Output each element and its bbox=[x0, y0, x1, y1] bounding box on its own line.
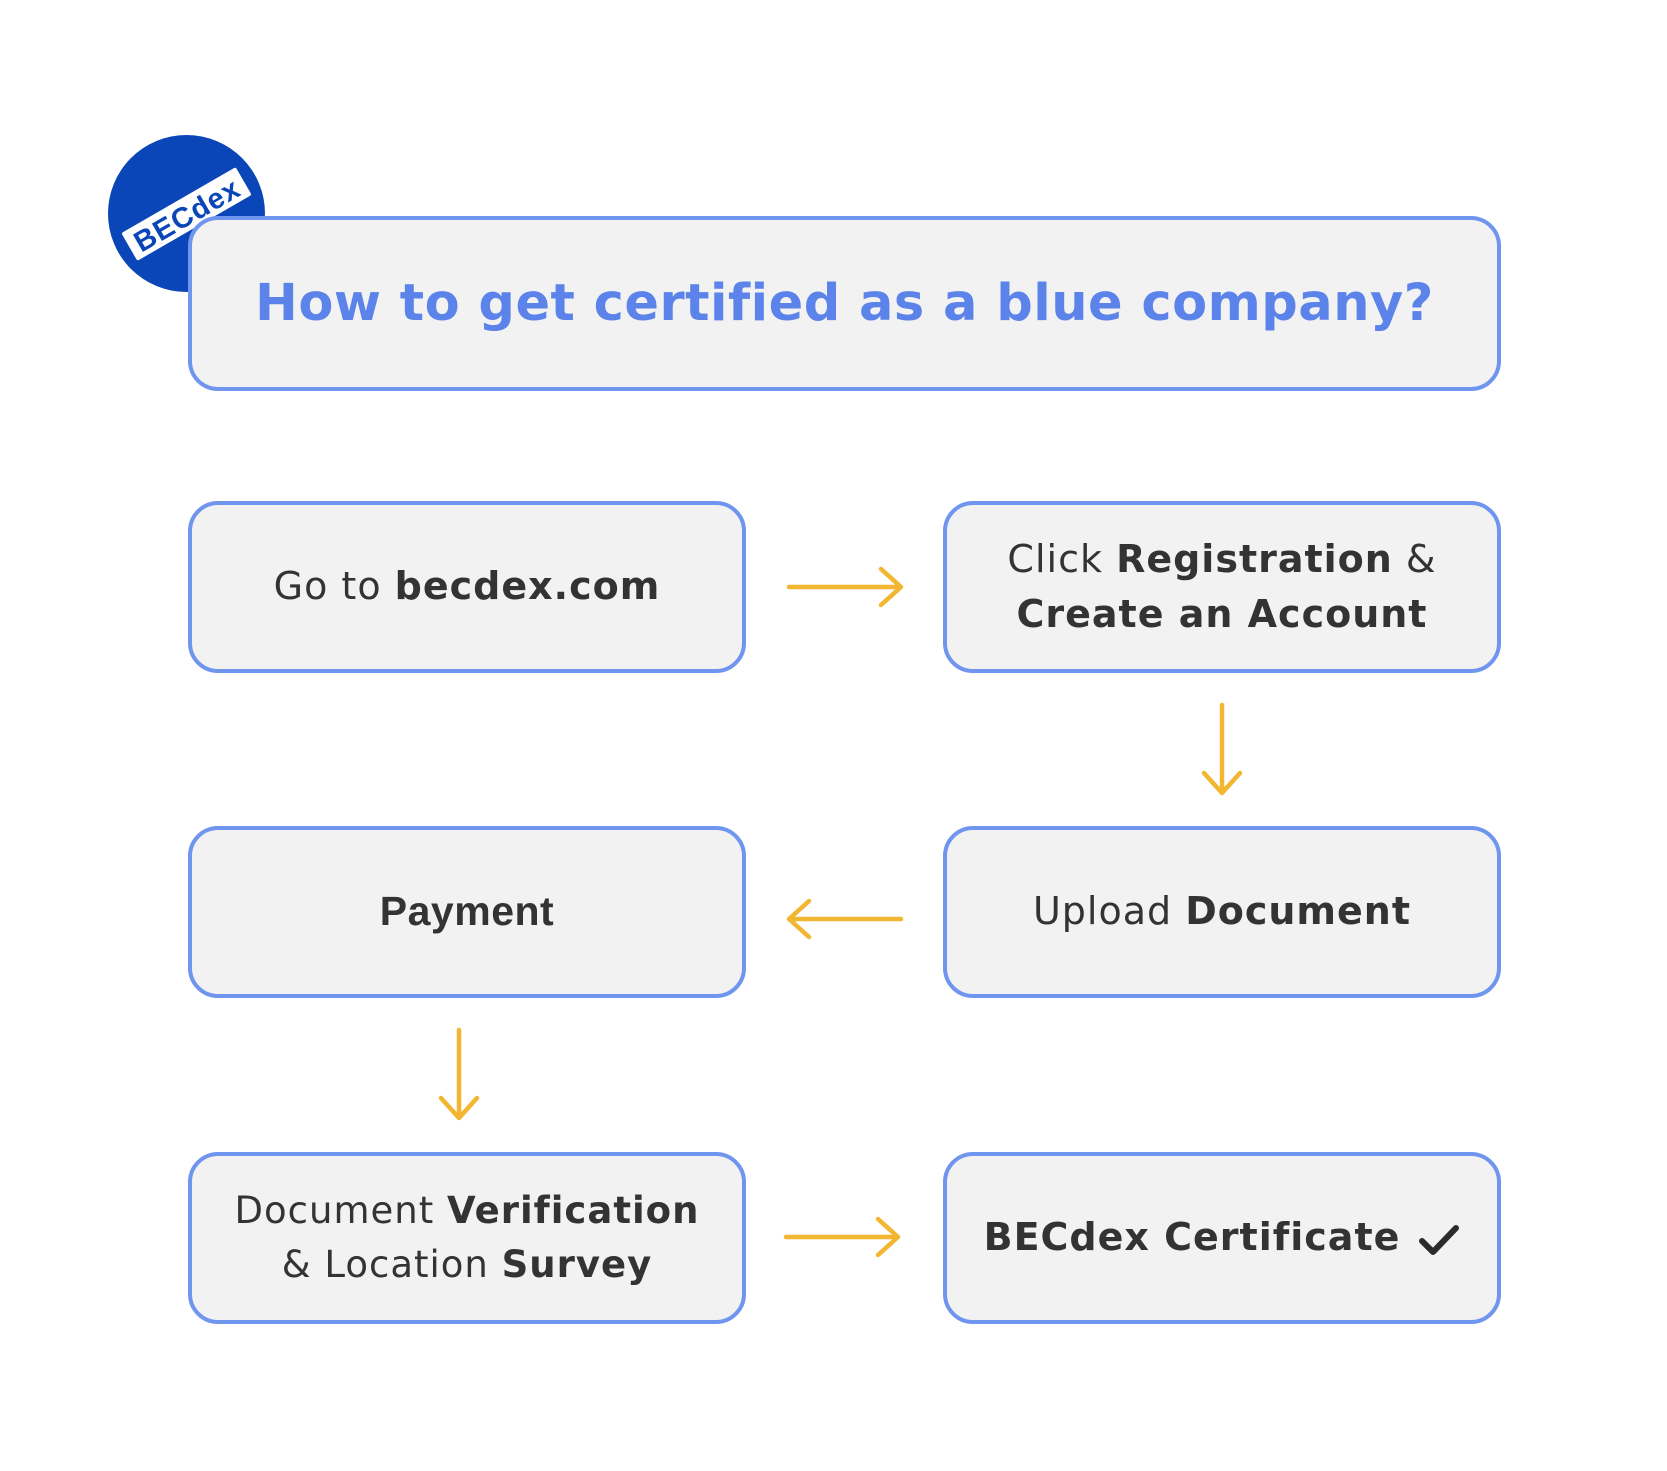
step-registration: Click Registration & Create an Account bbox=[943, 501, 1501, 673]
step-text-bold: BECdex Certificate bbox=[983, 1215, 1401, 1260]
step-payment-label: Payment bbox=[379, 888, 555, 935]
step-text-plain: Document bbox=[234, 1189, 447, 1233]
arrow-right-icon bbox=[783, 1216, 901, 1258]
step-text-bold: Verification bbox=[447, 1189, 700, 1233]
step-certificate-label: BECdex Certificate bbox=[984, 1210, 1461, 1265]
step-text-bold: Create an Account bbox=[1016, 592, 1428, 636]
step-registration-label: Click Registration & Create an Account bbox=[1007, 532, 1436, 642]
check-icon bbox=[1419, 1224, 1460, 1255]
step-text-plain: Upload bbox=[1032, 889, 1186, 934]
step-text-plain: & bbox=[1392, 536, 1437, 581]
step-text-bold: Registration bbox=[1116, 536, 1393, 581]
step-text-bold: Document bbox=[1185, 889, 1412, 934]
arrow-down-icon bbox=[438, 1027, 480, 1121]
step-text-plain: Click bbox=[1007, 536, 1117, 581]
step-go-to-site: Go to becdex.com bbox=[188, 501, 746, 673]
step-go-to-site-label: Go to becdex.com bbox=[274, 559, 661, 614]
step-certificate: BECdex Certificate bbox=[943, 1152, 1501, 1324]
arrow-right-icon bbox=[786, 566, 904, 608]
step-upload-document: Upload Document bbox=[943, 826, 1501, 998]
step-verification-survey: Document Verification & Location Survey bbox=[188, 1152, 746, 1324]
step-text-bold: Survey bbox=[501, 1243, 653, 1286]
step-payment: Payment bbox=[188, 826, 746, 998]
arrow-down-icon bbox=[1201, 702, 1243, 796]
logo-mark: BECdex bbox=[122, 167, 251, 261]
arrow-left-icon bbox=[786, 898, 904, 940]
step-upload-document-label: Upload Document bbox=[1033, 884, 1411, 939]
becdex-logo: BECdex bbox=[108, 135, 265, 292]
step-text-plain: Go to bbox=[273, 564, 395, 609]
title-box: How to get certified as a blue company? bbox=[188, 216, 1501, 391]
step-verification-survey-label: Document Verification & Location Survey bbox=[235, 1184, 700, 1291]
page-title: How to get certified as a blue company? bbox=[255, 273, 1434, 333]
step-text-bold: becdex.com bbox=[394, 564, 661, 609]
step-text-plain: & Location bbox=[281, 1243, 502, 1286]
